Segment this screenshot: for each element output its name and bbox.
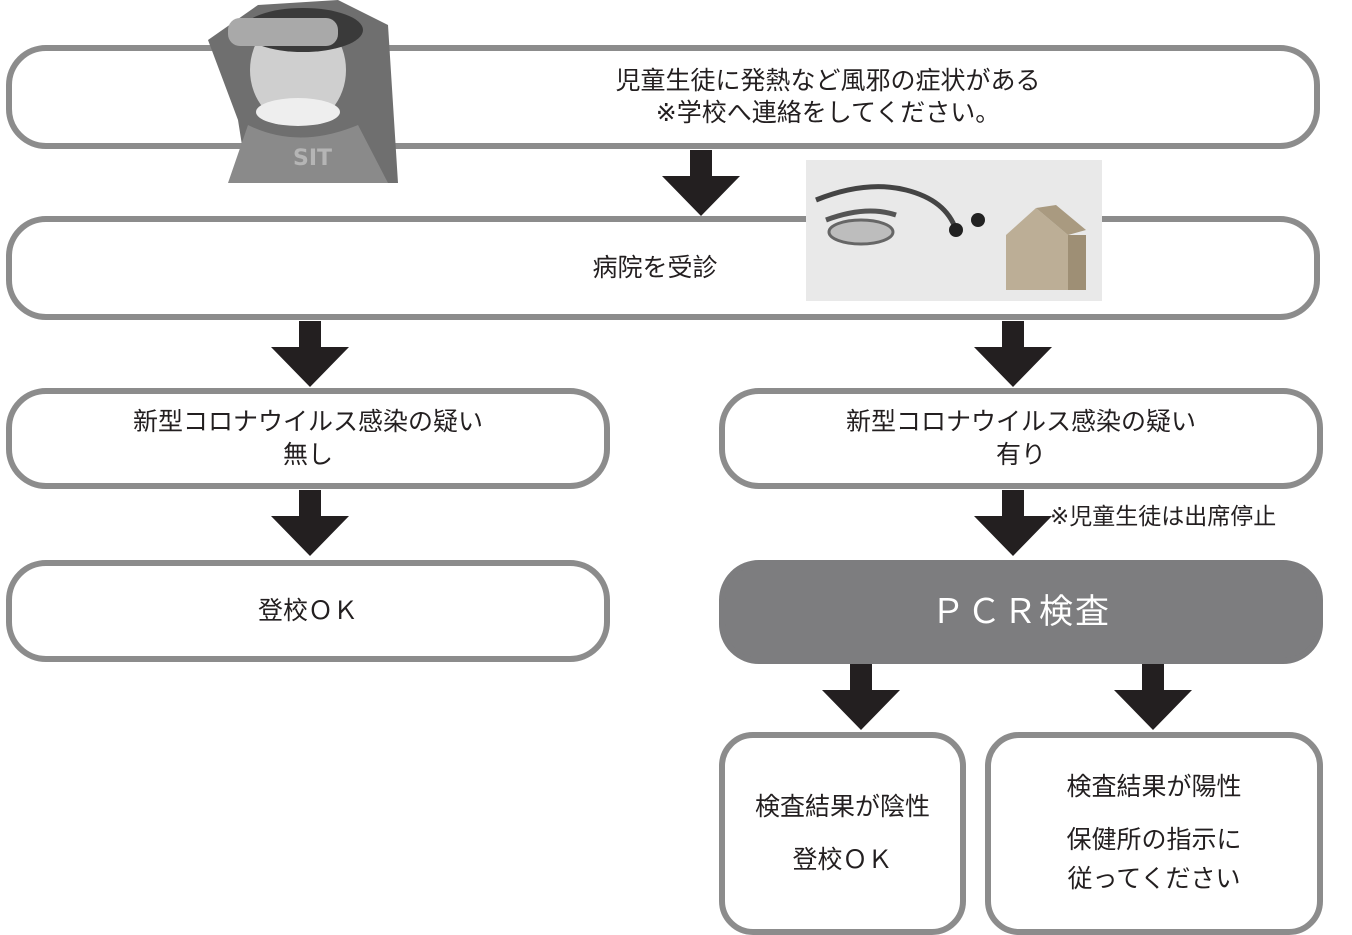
attend-ok-text: 登校ＯＫ [257, 595, 358, 625]
no-suspicion-value: 無し [282, 439, 333, 469]
arrow-down-icon [974, 321, 1052, 387]
child-with-fever-photo: SIT [208, 0, 398, 183]
suspicion-value: 有り [995, 439, 1046, 469]
no-suspicion-text: 新型コロナウイルス感染の疑い [132, 407, 483, 436]
pcr-test-box: ＰＣＲ検査 [719, 560, 1323, 664]
symptoms-box: 児童生徒に発熱など風邪の症状がある ※学校へ連絡をしてください。 [6, 45, 1320, 149]
svg-text:SIT: SIT [293, 146, 332, 171]
attend-ok-box: 登校ＯＫ [6, 560, 610, 662]
hospital-visit-text: 病院を受診 [592, 252, 718, 282]
suspicion-text: 新型コロナウイルス感染の疑い [845, 407, 1196, 436]
no-suspicion-box: 新型コロナウイルス感染の疑い 無し [6, 388, 610, 489]
negative-result-box: 検査結果が陰性 登校ＯＫ [719, 732, 966, 935]
positive-result-box: 検査結果が陽性 保健所の指示に 従ってください [985, 732, 1323, 935]
negative-result-text: 検査結果が陰性 [754, 791, 930, 821]
suspicion-box: 新型コロナウイルス感染の疑い 有り [719, 388, 1323, 489]
hospital-visit-box: 病院を受診 [6, 216, 1320, 320]
arrow-down-icon [822, 664, 900, 730]
arrow-down-icon [1114, 664, 1192, 730]
arrow-down-icon [662, 150, 740, 216]
arrow-down-icon [974, 490, 1052, 556]
arrow-down-icon [271, 321, 349, 387]
positive-result-text: 検査結果が陽性 [1066, 772, 1242, 802]
stethoscope-and-house-photo [806, 160, 1102, 301]
negative-attend-ok-text: 登校ＯＫ [792, 844, 893, 874]
symptoms-text: 児童生徒に発熱など風邪の症状がある [615, 65, 1041, 95]
follow-health-center-text: 保健所の指示に [1066, 825, 1242, 855]
attendance-suspension-note: ※児童生徒は出席停止 [1050, 504, 1277, 530]
arrow-down-icon [271, 490, 349, 556]
contact-school-note: ※学校へ連絡をしてください。 [655, 98, 1001, 127]
follow-instructions-text: 従ってください [1067, 863, 1241, 893]
pcr-test-text: ＰＣＲ検査 [931, 591, 1111, 632]
